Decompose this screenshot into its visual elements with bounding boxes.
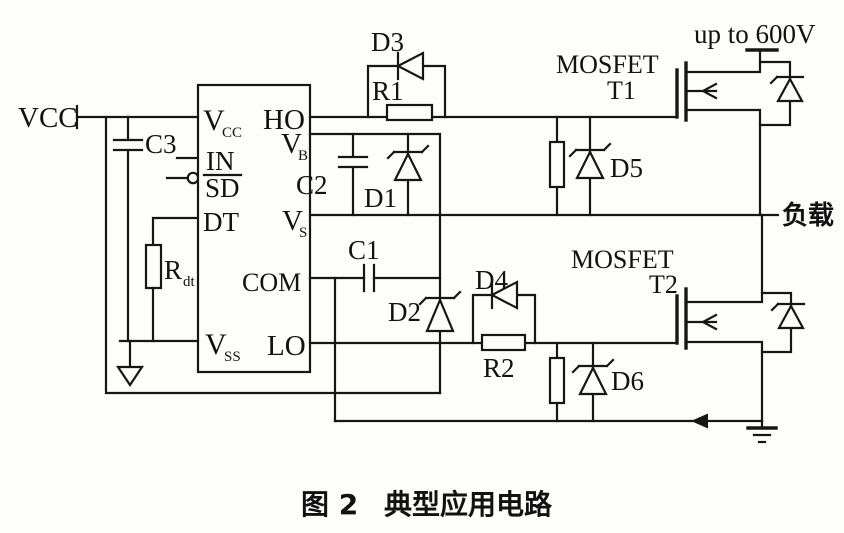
resistor-rdt-body [144, 243, 163, 290]
r2-label: R2 [483, 353, 515, 383]
dt-wire [151, 216, 200, 247]
figure-number: 图 2 [301, 488, 358, 521]
pin-vs: V [282, 205, 303, 237]
rdt-label: R [164, 255, 182, 285]
t2-gate-resistor-body [548, 356, 566, 405]
resistor-r1: R1 [372, 76, 434, 122]
t2-body-diode-triangle [777, 303, 805, 330]
d1-triangle [393, 151, 423, 182]
rdt-label-sub: dt [183, 274, 196, 290]
t1-source-lead [684, 108, 762, 217]
diode-d6: D6 [571, 341, 644, 423]
pin-lo: LO [267, 330, 306, 362]
resistor-rdt: R dt [144, 216, 200, 343]
mosfet-t2: MOSFET T2 [571, 213, 806, 423]
d6-triangle [578, 365, 608, 396]
t2-type-label: MOSFET [571, 245, 674, 274]
diode-d5: D5 [568, 115, 643, 217]
vcc-terminal: VCC [18, 102, 200, 134]
d5-label: D5 [610, 153, 643, 183]
d1-label: D1 [364, 183, 397, 213]
vcc-label: VCC [18, 102, 78, 134]
pin-vss: V [205, 328, 227, 361]
signal-ground-icon [115, 339, 145, 387]
r1-label: R1 [372, 76, 404, 106]
current-arrow-icon [691, 413, 708, 429]
c1-label: C1 [348, 235, 380, 265]
t2-body-diode [760, 291, 806, 354]
resistor-r2-body [480, 333, 527, 352]
d4-label: D4 [475, 265, 508, 295]
t1-drain-lead [684, 49, 762, 74]
t1-gate-resistor [548, 115, 566, 217]
bootstrap-return-wire [104, 115, 442, 395]
d6-label: D6 [611, 366, 644, 396]
t2-name-label: T2 [649, 270, 678, 299]
t1-type-label: MOSFET [556, 50, 659, 79]
supply-voltage-label: up to 600V [694, 19, 816, 49]
diode-d3: D3 [366, 27, 447, 119]
t1-body-diode-bar [769, 75, 805, 85]
t1-name-label: T1 [607, 76, 636, 105]
pin-vss-sub: SS [224, 349, 241, 365]
d2-cathode-bar [418, 290, 462, 306]
diode-d1: D1 [364, 132, 430, 217]
resistor-r1-body [385, 103, 434, 122]
capacitor-c1-plates [362, 263, 376, 293]
d2-triangle [425, 297, 455, 333]
pin-in: IN [206, 146, 235, 176]
t1-body-diode [758, 60, 805, 127]
d6-cathode-bar [571, 358, 615, 374]
resistor-r2: R2 [480, 333, 527, 383]
d1-cathode-bar [386, 144, 430, 160]
input-stubs [165, 156, 200, 185]
c2-label: C2 [296, 170, 328, 200]
driver-ic: V CC IN SD DT V SS HO V B V S COM LO [196, 83, 312, 374]
capacitor-c2-plates [337, 155, 369, 169]
power-ground-icon [746, 419, 778, 444]
pin-com: COM [242, 268, 301, 297]
t2-body-diode-bar [770, 302, 806, 312]
t2-gate-resistor [548, 341, 566, 423]
pin-vb-sub: B [298, 148, 308, 164]
t2-body-arrow-icon [700, 313, 718, 331]
pin-vs-sub: S [299, 225, 307, 241]
capacitor-c2: C2 [296, 132, 369, 217]
c3-label: C3 [145, 129, 177, 159]
d5-cathode-bar [568, 142, 612, 158]
d5-triangle [575, 149, 605, 180]
figure-title: 典型应用电路 [384, 488, 553, 521]
pin-dt: DT [203, 207, 239, 237]
driver-ic-outline [196, 83, 312, 374]
pin-vb: V [281, 128, 302, 160]
load-label: 负载 [782, 201, 834, 231]
sd-inverter-bubble-icon [186, 171, 200, 185]
pin-ho: HO [263, 104, 305, 136]
pin-vcc-sub: CC [222, 125, 242, 141]
d3-label: D3 [371, 27, 404, 57]
t2-source-lead [684, 340, 764, 423]
diode-d4: D4 [471, 265, 537, 345]
t1-body-arrow-icon [700, 82, 718, 100]
figure-caption: 图 2 典型应用电路 [301, 488, 553, 521]
d3-triangle [395, 51, 425, 81]
capacitor-c3-plates [112, 138, 144, 152]
t1-body-diode-triangle [776, 76, 804, 103]
capacitor-c1: C1 [308, 235, 442, 293]
t2-drain-lead [684, 213, 764, 304]
d2-label: D2 [388, 297, 421, 327]
t1-gate-resistor-body [548, 140, 566, 189]
diode-d2: D2 [388, 290, 462, 333]
pin-sd: SD [205, 173, 240, 203]
pin-vcc: V [203, 104, 225, 137]
d4-triangle [489, 280, 519, 310]
capacitor-c3: C3 [112, 115, 177, 343]
mosfet-t1: MOSFET T1 [556, 48, 805, 217]
